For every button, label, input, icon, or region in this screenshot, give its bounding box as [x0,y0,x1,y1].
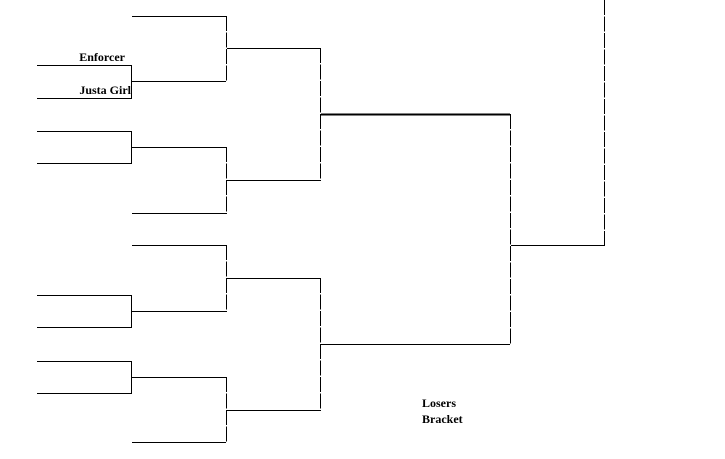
round-1-lines [132,16,227,443]
round-0-lines [37,65,132,394]
team-label-enforcer: Enforcer [79,50,125,64]
round-3-lines [321,113,511,345]
final-lines [511,0,605,246]
bracket-title-line-2: Bracket [422,412,463,426]
bracket-title: Losers Bracket [422,395,463,427]
team-label-justa-girl: Justa Girl [79,83,131,97]
round-2-lines [227,48,321,411]
bracket-title-line-1: Losers [422,396,456,410]
